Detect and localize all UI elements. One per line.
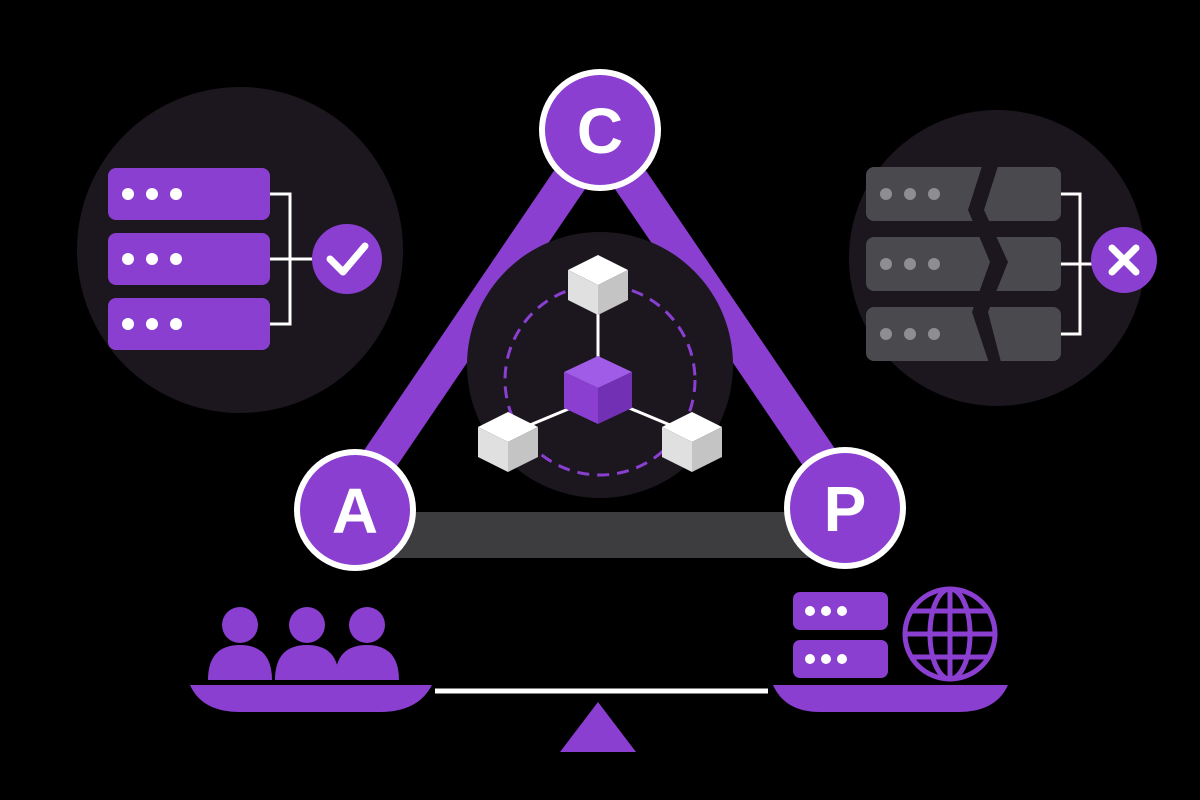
cube-icon	[662, 412, 722, 472]
left-scale-pan	[190, 685, 432, 712]
x-icon	[1091, 227, 1157, 293]
edge-availability-partition	[380, 512, 820, 558]
left-panel-consistent-cluster	[77, 87, 403, 413]
distributed-cubes-icon	[467, 232, 733, 498]
node-partition-label: P	[824, 473, 867, 545]
cube-icon-primary	[564, 356, 632, 424]
node-partition: P	[784, 447, 906, 569]
scale-fulcrum	[560, 702, 636, 752]
connector-bracket	[1061, 192, 1092, 336]
server-unit	[108, 298, 270, 350]
users-icon	[208, 607, 399, 680]
server-stack-icon	[793, 592, 888, 678]
node-availability: A	[294, 449, 416, 571]
check-icon	[312, 224, 382, 294]
right-scale-pan	[773, 685, 1008, 712]
server-unit	[108, 233, 270, 285]
node-consistency-label: C	[577, 95, 623, 167]
server-unit	[108, 168, 270, 220]
node-availability-label: A	[332, 475, 378, 547]
lightning-crack-icon	[968, 160, 1008, 366]
globe-icon	[902, 586, 998, 682]
failed-server-rack-icon	[866, 160, 1061, 366]
connector-bracket	[270, 192, 312, 326]
balance-scale	[190, 586, 1008, 752]
cube-icon	[568, 255, 628, 315]
cube-icon	[478, 412, 538, 472]
right-panel-partitioned-cluster	[849, 110, 1157, 406]
server-rack-icon	[108, 168, 270, 350]
node-consistency: C	[539, 69, 661, 191]
